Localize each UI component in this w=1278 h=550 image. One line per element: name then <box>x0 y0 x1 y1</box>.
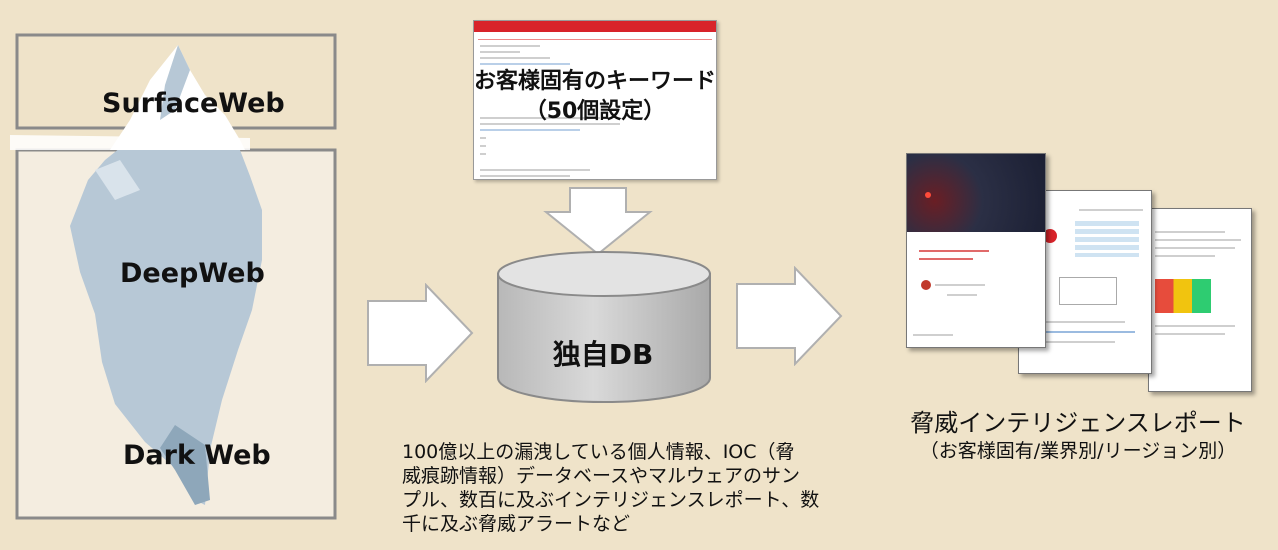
description-line: プル、数百に及ぶインテリジェンスレポート、数 <box>402 489 820 511</box>
dark-web-label: Dark Web <box>123 440 271 471</box>
report-subtitle: （お客様固有/業界別/リージョン別） <box>919 440 1237 462</box>
iceberg-shadow <box>160 425 210 505</box>
report-title: 脅威インテリジェンスレポート <box>910 409 1246 437</box>
database-cylinder <box>497 251 711 403</box>
description-line: 千に及ぶ脅威アラートなど <box>402 513 631 535</box>
arrow-right-2 <box>736 266 843 366</box>
arrow-right-1 <box>367 283 474 383</box>
iceberg-highlight <box>95 160 140 200</box>
description-line: 100億以上の漏洩している個人情報、IOC（脅 <box>402 441 795 463</box>
database-label: 独自DB <box>552 338 654 371</box>
keyword-document: お客様固有のキーワード （50個設定） <box>473 20 717 180</box>
database-description: 100億以上の漏洩している個人情報、IOC（脅 威痕跡情報）データベースやマルウ… <box>402 440 832 536</box>
keyword-title-line2: （50個設定） <box>524 99 666 124</box>
surface-web-label: SurfaceWeb <box>102 88 285 119</box>
waterline <box>10 135 250 150</box>
iceberg-tip-shade <box>160 45 190 120</box>
report-page-3 <box>1148 208 1252 392</box>
risk-matrix <box>1155 279 1211 313</box>
deep-web-label: DeepWeb <box>120 258 265 289</box>
keyword-title-line1: お客様固有のキーワード <box>474 69 717 94</box>
report-page-1-cover <box>906 153 1046 348</box>
iceberg-illustration <box>10 33 337 520</box>
doc-header-bar <box>474 21 716 32</box>
description-line: 威痕跡情報）データベースやマルウェアのサン <box>402 465 801 487</box>
arrow-down <box>543 187 653 256</box>
cover-logo-icon <box>921 280 931 290</box>
report-logo-icon <box>1043 229 1057 243</box>
iceberg-underwater <box>70 148 262 505</box>
